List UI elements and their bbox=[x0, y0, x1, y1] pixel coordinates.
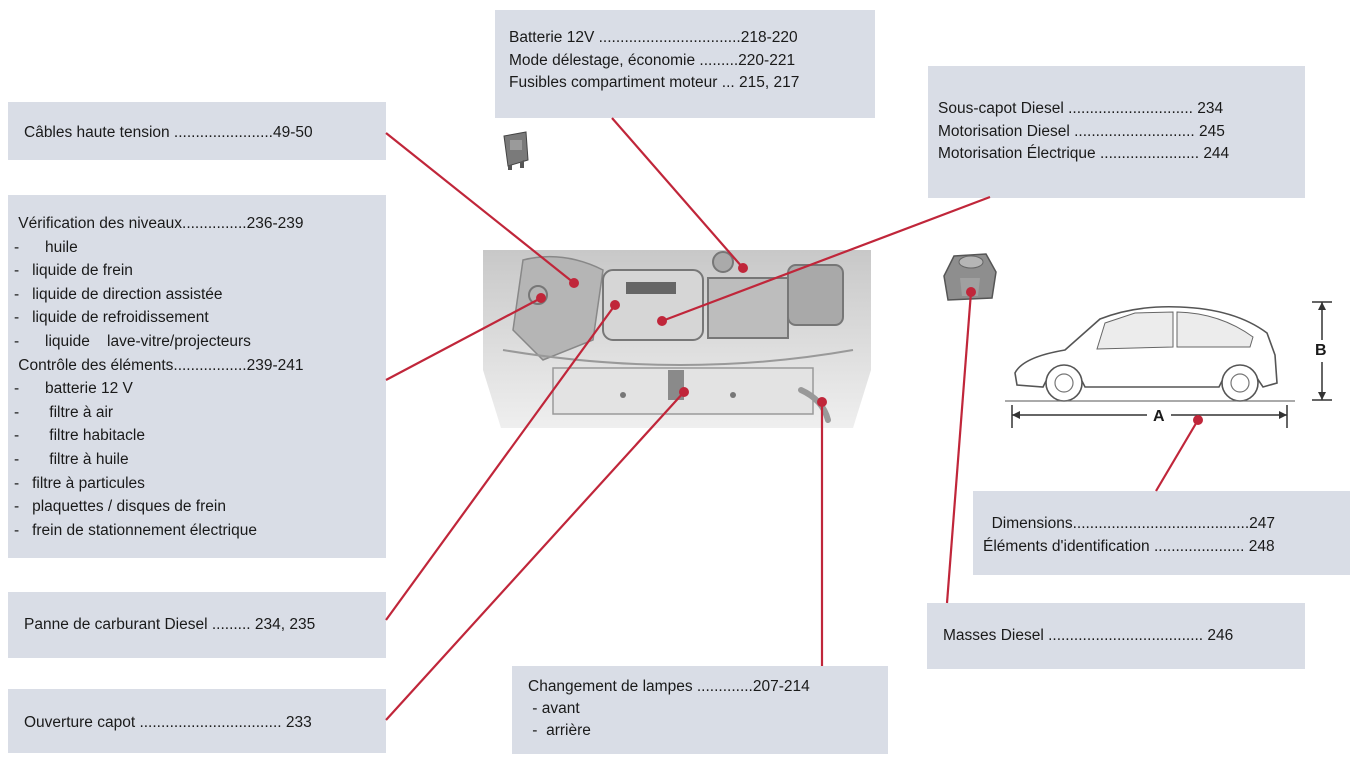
verif-line-5: - liquide de refroidissement bbox=[14, 309, 209, 327]
lampes-line-3: - arrière bbox=[528, 722, 591, 739]
dimensions-line-1: Dimensions..............................… bbox=[983, 515, 1276, 532]
sous-capot-box: Sous-capot Diesel ......................… bbox=[928, 66, 1305, 198]
dimensions-box: Dimensions..............................… bbox=[973, 491, 1350, 575]
verif-line-12: - filtre à particules bbox=[14, 474, 145, 492]
panne-box: Panne de carburant Diesel ......... 234,… bbox=[8, 592, 386, 658]
verif-line-3: - liquide de frein bbox=[14, 262, 133, 280]
filler-cap-icon bbox=[943, 253, 997, 301]
verif-line-6: - liquide lave-vitre/projecteurs bbox=[14, 332, 251, 350]
battery-line-3: Fusibles compartiment moteur ... 215, 21… bbox=[509, 74, 800, 91]
verif-line-4: - liquide de direction assistée bbox=[14, 285, 223, 303]
sous-capot-line-1: Sous-capot Diesel ......................… bbox=[938, 100, 1224, 117]
cables-line: Câbles haute tension ...................… bbox=[24, 124, 313, 141]
battery-box: Batterie 12V ...........................… bbox=[495, 10, 875, 118]
dimension-a-label: A bbox=[1147, 408, 1171, 426]
verification-box: Vérification des niveaux...............2… bbox=[8, 195, 386, 558]
lampes-line-1: Changement de lampes .............207-21… bbox=[528, 678, 810, 695]
battery-line-2: Mode délestage, économie .........220-22… bbox=[509, 51, 796, 69]
fuse-icon bbox=[503, 131, 529, 170]
lampes-line-2: - avant bbox=[528, 700, 580, 717]
cables-box: Câbles haute tension ...................… bbox=[8, 102, 386, 160]
verif-line-14: - frein de stationnement électrique bbox=[14, 521, 257, 539]
verif-line-9: - filtre à air bbox=[14, 403, 114, 421]
verif-line-10: - filtre habitacle bbox=[14, 427, 145, 445]
ouverture-line: Ouverture capot ........................… bbox=[24, 714, 312, 731]
sous-capot-line-3: Motorisation Électrique ................… bbox=[938, 145, 1230, 162]
car-side-illustration bbox=[1005, 305, 1295, 402]
masses-box: Masses Diesel ..........................… bbox=[927, 603, 1305, 669]
ouverture-box: Ouverture capot ........................… bbox=[8, 689, 386, 753]
dimension-b-label: B bbox=[1314, 340, 1328, 362]
verif-line-7: Contrôle des éléments.................23… bbox=[14, 356, 304, 374]
verif-line-13: - plaquettes / disques de frein bbox=[14, 498, 226, 516]
verif-line-2: - huile bbox=[14, 238, 78, 256]
verif-line-1: Vérification des niveaux...............2… bbox=[14, 215, 304, 232]
verif-line-11: - filtre à huile bbox=[14, 450, 129, 468]
panne-line: Panne de carburant Diesel ......... 234,… bbox=[24, 616, 316, 633]
lampes-box: Changement de lampes .............207-21… bbox=[512, 666, 888, 754]
sous-capot-line-2: Motorisation Diesel ....................… bbox=[938, 122, 1225, 140]
dimensions-line-2: Éléments d'identification ..............… bbox=[983, 538, 1275, 555]
battery-line-1: Batterie 12V ...........................… bbox=[509, 29, 798, 46]
verif-line-8: - batterie 12 V bbox=[14, 380, 133, 398]
masses-line: Masses Diesel ..........................… bbox=[943, 627, 1234, 644]
engine-bay-illustration bbox=[483, 250, 871, 428]
